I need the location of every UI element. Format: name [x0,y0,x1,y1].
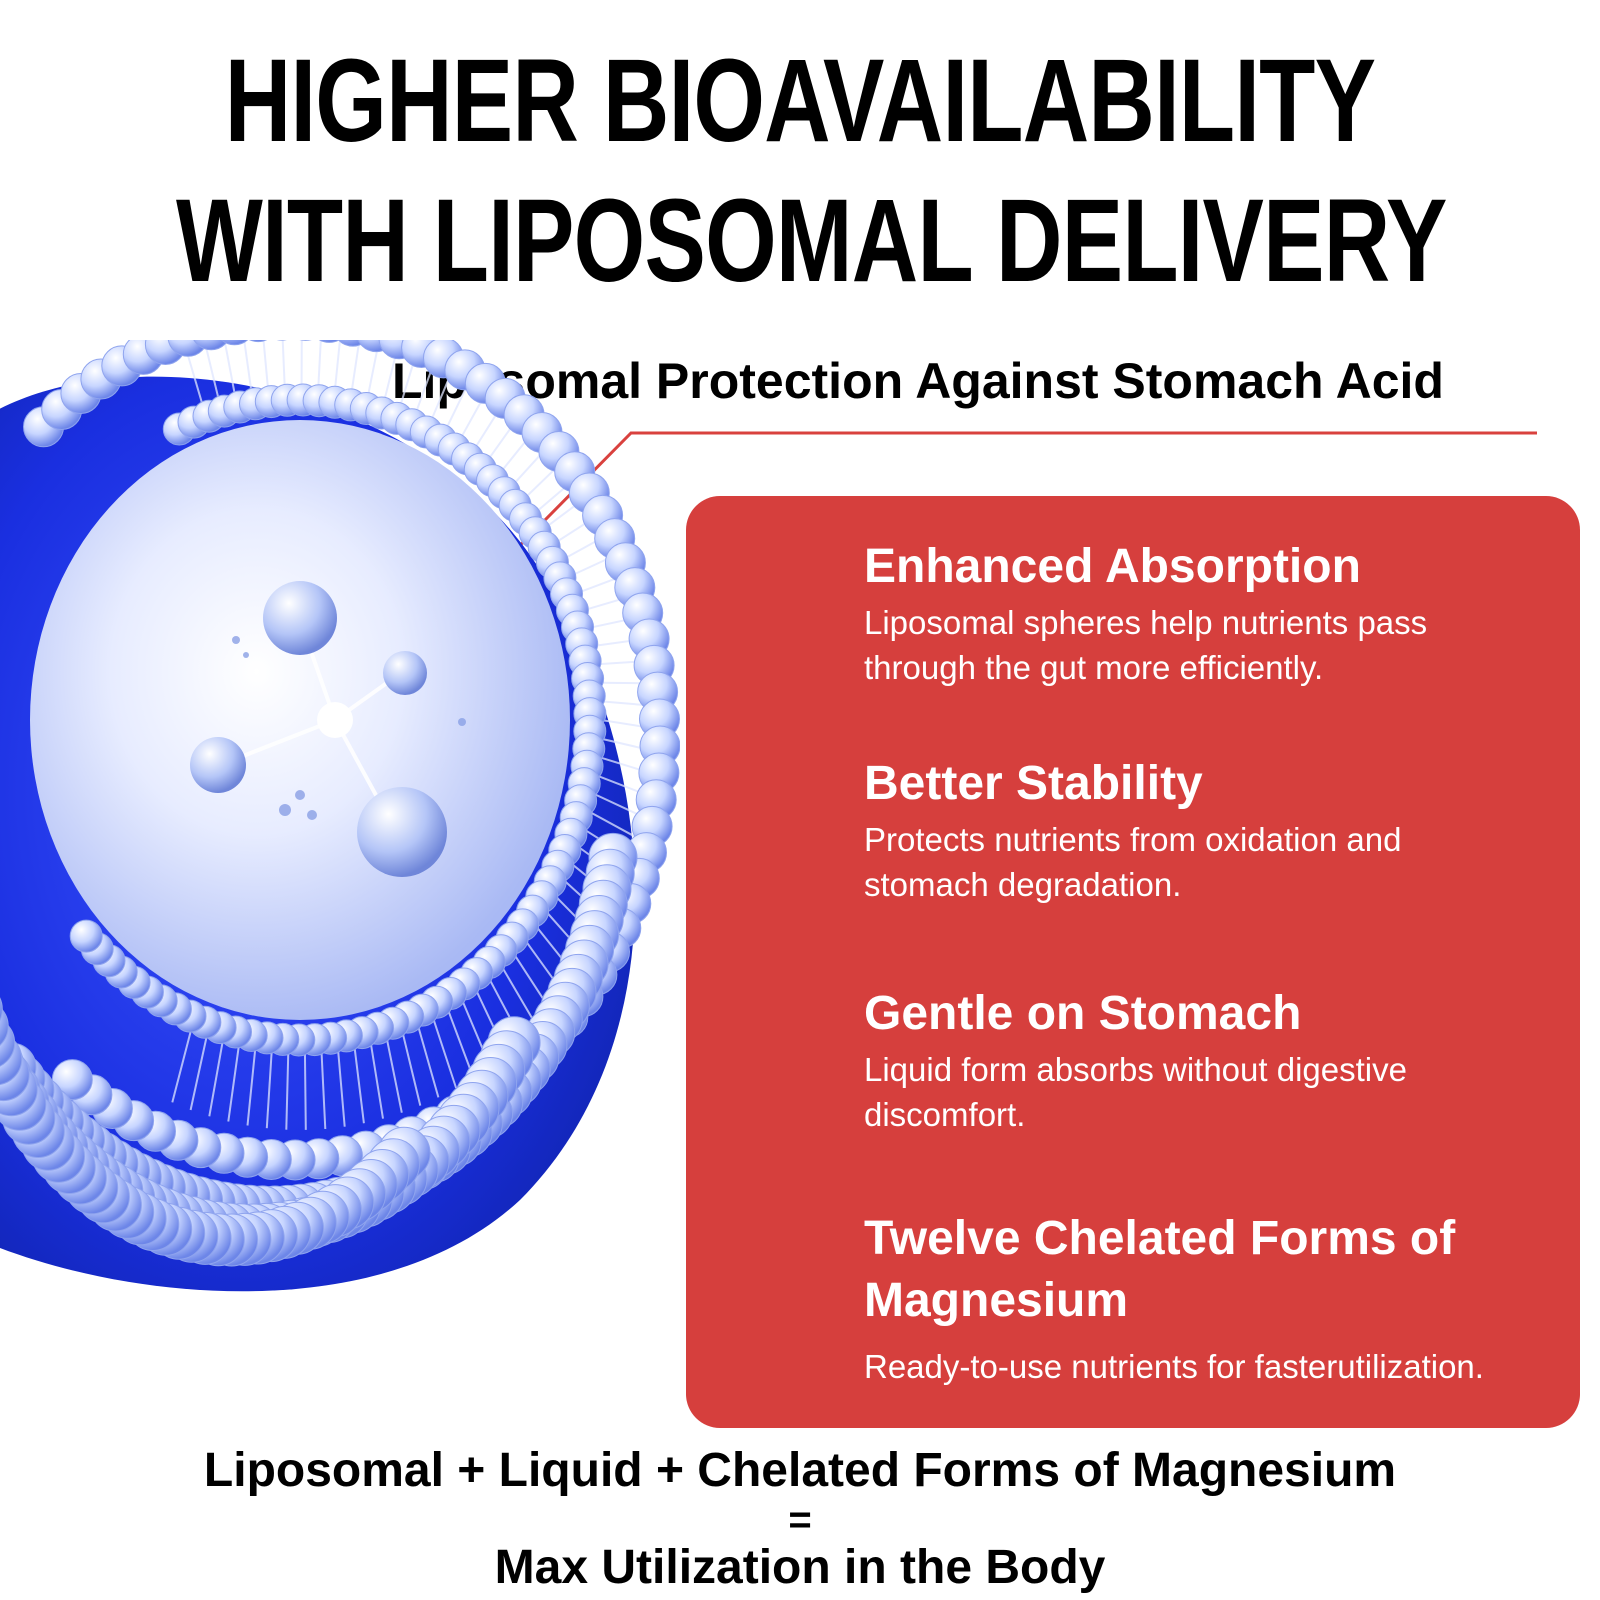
feature-title: Enhanced Absorption [864,540,1361,593]
feature-title-line: Magnesium [864,1274,1129,1327]
feature-description: Liquid form absorbs without digestive di… [864,1047,1554,1137]
feature-description-line: Liposomal spheres help nutrients pass [864,604,1428,641]
feature-title: Gentle on Stomach [864,987,1302,1040]
liposome-illustration [0,340,680,1292]
feature-description-line: through the gut more efficiently. [864,649,1324,686]
lipid-bead [318,340,340,343]
feature-enhanced-absorption: Enhanced Absorption Liposomal spheres he… [864,536,1554,690]
lipid-bead [249,340,268,343]
formula-line: Liposomal + Liquid + Chelated Forms of M… [203,1444,1397,1497]
feature-better-stability: Better Stability Protects nutrients from… [864,753,1554,907]
feature-gentle-on-stomach: Gentle on Stomach Liquid form absorbs wi… [864,983,1554,1137]
feature-title-line: Twelve Chelated Forms of [864,1212,1456,1265]
feature-description: Protects nutrients from oxidation and st… [864,817,1554,907]
lipid-bead [51,1059,93,1101]
feature-description-line: discomfort. [864,1096,1026,1133]
feature-description-line: Protects nutrients from oxidation and [864,821,1402,858]
lipid-bead [0,997,3,1021]
feature-title: Better Stability [864,757,1203,810]
formula-result: Max Utilization in the Body [494,1541,1106,1594]
lipid-bead [69,919,103,953]
lipid-bead [193,340,229,351]
feature-description: Ready-to-use nutrients for fasterutiliza… [864,1348,1484,1385]
feature-chelated-magnesium: Twelve Chelated Forms of Magnesium Ready… [864,1208,1554,1389]
feature-description-line: Liquid form absorbs without digestive [864,1051,1407,1088]
feature-title: Twelve Chelated Forms of Magnesium [864,1208,1554,1332]
headline-line-2: WITH LIPOSOMAL DELIVERY [176,175,1447,307]
formula-equals: = [788,1498,812,1542]
benefits-panel: Enhanced Absorption Liposomal spheres he… [686,496,1580,1428]
headline-line-1: HIGHER BIOAVAILABILITY [224,35,1376,167]
feature-description-line: stomach degradation. [864,866,1182,903]
subheading: Liposomal Protection Against Stomach Aci… [392,353,1444,409]
lipid-bead [220,340,249,346]
lipid-bead [0,1006,9,1046]
feature-description: Liposomal spheres help nutrients pass th… [864,600,1554,690]
